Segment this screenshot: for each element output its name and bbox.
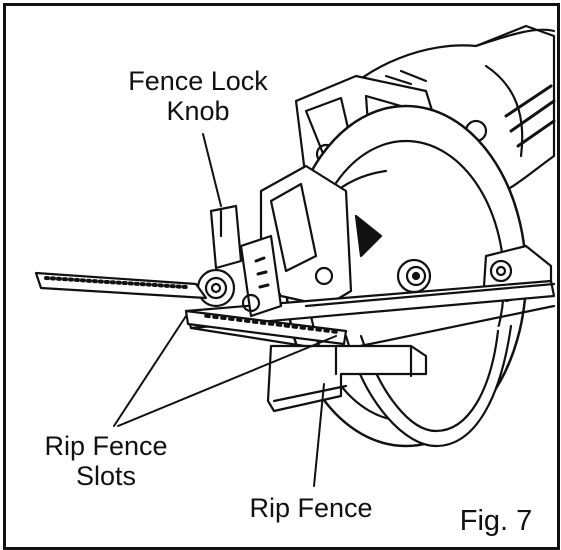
- rip-fence-ruler: [34, 271, 208, 300]
- figure-frame: Fence Lock Knob Rip Fence Slots Rip Fenc…: [3, 3, 560, 550]
- label-fence-lock-line2: Knob: [166, 96, 230, 126]
- label-rip-fence-slots: Rip Fence Slots: [36, 431, 176, 491]
- label-rip-fence-slots-line2: Slots: [75, 461, 137, 491]
- label-rip-fence: Rip Fence: [249, 493, 373, 523]
- arbor-bolt: [396, 258, 432, 294]
- rip-fence-part: [266, 344, 428, 413]
- leader-slot-1: [113, 315, 187, 427]
- rip-fence-slots-part: [184, 309, 348, 346]
- leader-slot-2: [117, 335, 337, 427]
- label-rip-fence-slots-line1: Rip Fence: [44, 431, 168, 461]
- label-fence-lock-line1: Fence Lock: [128, 66, 268, 96]
- circular-saw-illustration: [34, 24, 556, 487]
- figure-number: Fig. 7: [459, 505, 533, 537]
- leader-fence-lock-knob: [202, 133, 222, 207]
- leader-lines: [113, 133, 337, 487]
- label-fence-lock-knob: Fence Lock Knob: [123, 66, 273, 126]
- leader-rip-fence: [313, 383, 325, 487]
- fence-lock-knob-part: [196, 204, 283, 318]
